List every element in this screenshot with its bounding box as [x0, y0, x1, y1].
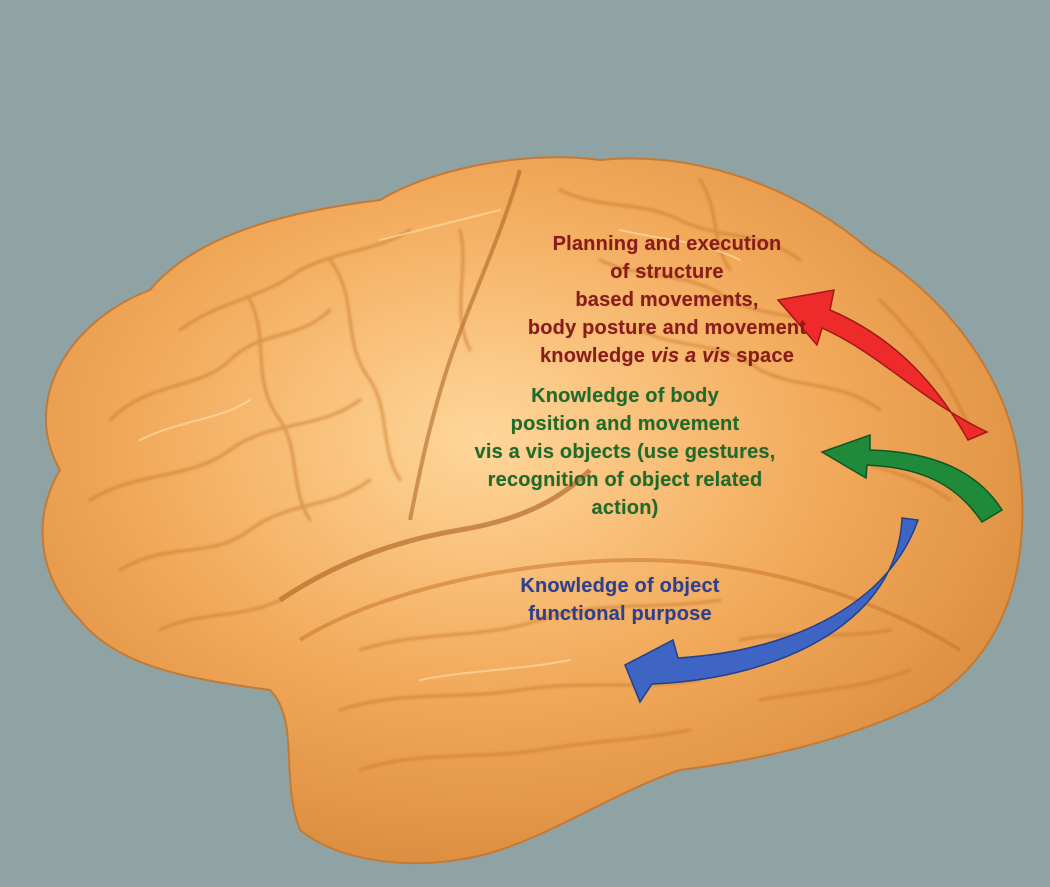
lateral-fissure [278, 468, 592, 603]
green-line-5: action) [591, 497, 659, 519]
temporal-lobe-contour [298, 557, 962, 652]
red-line-5: knowledge vis a vis space [472, 342, 862, 370]
red-line-5-b: vis a vis [650, 345, 731, 367]
blue-line-1: Knowledge of object [520, 575, 720, 597]
label-body-position-objects: Knowledge of body position and movement … [420, 382, 830, 522]
green-arrow-icon [820, 433, 1004, 524]
red-line-3: based movements, [575, 289, 759, 311]
gyri-folds [88, 178, 972, 772]
red-line-4: body posture and movement [527, 317, 807, 339]
label-object-functional-purpose: Knowledge of object functional purpose [470, 572, 770, 628]
blue-line-2: functional purpose [528, 603, 712, 625]
red-line-5-a: knowledge [539, 345, 651, 367]
green-line-3: vis a vis objects (use gestures, [474, 441, 776, 463]
green-line-2: position and movement [510, 413, 740, 435]
green-line-4: recognition of object related [487, 469, 763, 491]
green-line-1: Knowledge of body [531, 385, 719, 407]
red-line-5-c: space [730, 345, 795, 367]
red-line-1: Planning and execution [552, 233, 782, 255]
label-structure-movements: Planning and execution of structure base… [472, 230, 862, 370]
brain-highlights [139, 209, 741, 681]
red-line-2: of structure [610, 261, 724, 283]
blue-arrow-icon [624, 517, 920, 704]
red-arrow-icon [776, 289, 989, 441]
central-sulcus [408, 169, 522, 521]
